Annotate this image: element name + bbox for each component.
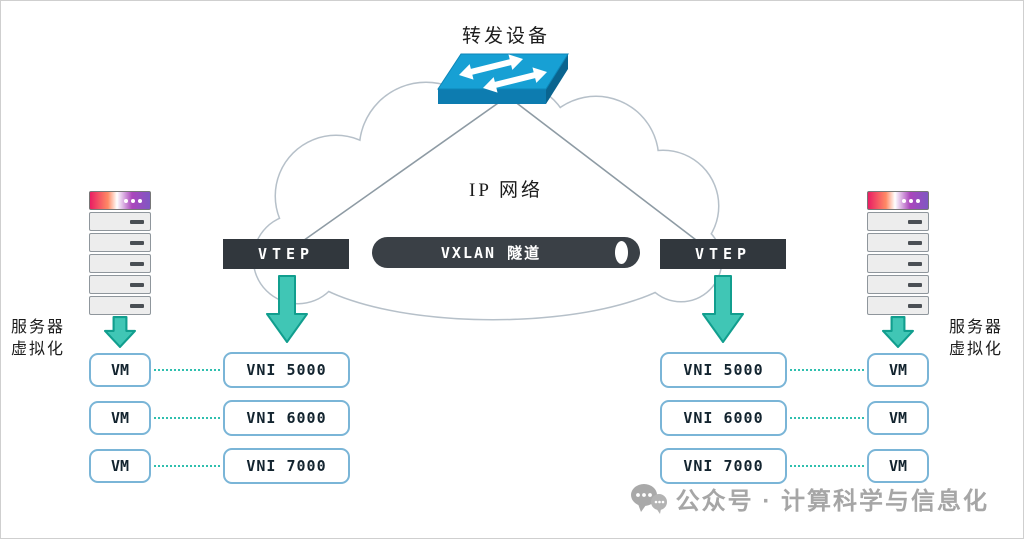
server-virtualization-line1: 服务器: [949, 319, 1004, 336]
down-arrow-icon: [104, 316, 136, 348]
wechat-bubble-icon: [630, 483, 667, 514]
down-arrow-icon: [702, 275, 744, 343]
vxlan-tunnel-label: VXLAN 隧道: [440, 244, 542, 262]
vm-vni-dotted-link: [154, 417, 220, 419]
link-switch-to-right-vtep: [513, 100, 701, 244]
vm-vni-dotted-link: [790, 417, 864, 419]
vni-box: VNI 5000: [223, 352, 350, 388]
vm-vni-dotted-link: [790, 465, 864, 467]
watermark: 公众号 · 计算科学与信息化: [630, 481, 989, 516]
switch-arrows: [458, 54, 548, 93]
server-virtualization-line1: 服务器: [11, 319, 66, 336]
vtep-right: VTEP: [660, 239, 786, 269]
switch-icon: [437, 53, 569, 104]
vxlan-tunnel: VXLAN 隧道: [372, 237, 640, 268]
vni-box: VNI 7000: [660, 448, 787, 484]
server-virtualization-label-right: 服务器 虚拟化: [949, 317, 1019, 360]
vni-box: VNI 5000: [660, 352, 787, 388]
vm-vni-dotted-link: [790, 369, 864, 371]
switch-front-face: [438, 89, 546, 104]
server-unit: [867, 191, 929, 210]
vm-box: VM: [867, 353, 929, 387]
vm-box: VM: [867, 401, 929, 435]
server-unit: [89, 212, 151, 231]
server-virtualization-label-left: 服务器 虚拟化: [11, 317, 81, 360]
ip-network-label: IP 网络: [469, 180, 543, 201]
vni-box: VNI 7000: [223, 448, 350, 484]
server-unit: [867, 296, 929, 315]
link-switch-to-left-vtep: [299, 100, 502, 244]
vtep-left: VTEP: [223, 239, 349, 269]
vm-box: VM: [89, 449, 151, 483]
vni-box: VNI 6000: [660, 400, 787, 436]
server-icon-left: [89, 191, 151, 315]
cloud-shape: [252, 81, 723, 321]
vm-vni-dotted-link: [154, 465, 220, 467]
server-unit: [89, 233, 151, 252]
vm-vni-dotted-link: [154, 369, 220, 371]
server-virtualization-line2: 虚拟化: [11, 340, 66, 358]
server-virtualization-line2: 虚拟化: [949, 340, 1004, 358]
down-arrow-icon: [882, 316, 914, 348]
server-unit: [89, 254, 151, 273]
server-unit: [89, 191, 151, 210]
server-unit: [89, 296, 151, 315]
vm-box: VM: [89, 401, 151, 435]
switch-top-face: [437, 53, 569, 90]
tunnel-mouth-ellipse: [615, 241, 628, 264]
server-unit: [89, 275, 151, 294]
switch-side-face: [546, 54, 568, 104]
server-unit: [867, 254, 929, 273]
vm-box: VM: [867, 449, 929, 483]
vm-box: VM: [89, 353, 151, 387]
forwarding-device-label: 转发设备: [461, 26, 550, 47]
down-arrow-icon: [266, 275, 308, 343]
server-unit: [867, 275, 929, 294]
watermark-text: 公众号 · 计算科学与信息化: [675, 488, 989, 515]
vni-box: VNI 6000: [223, 400, 350, 436]
server-unit: [867, 212, 929, 231]
server-unit: [867, 233, 929, 252]
server-icon-right: [867, 191, 929, 315]
